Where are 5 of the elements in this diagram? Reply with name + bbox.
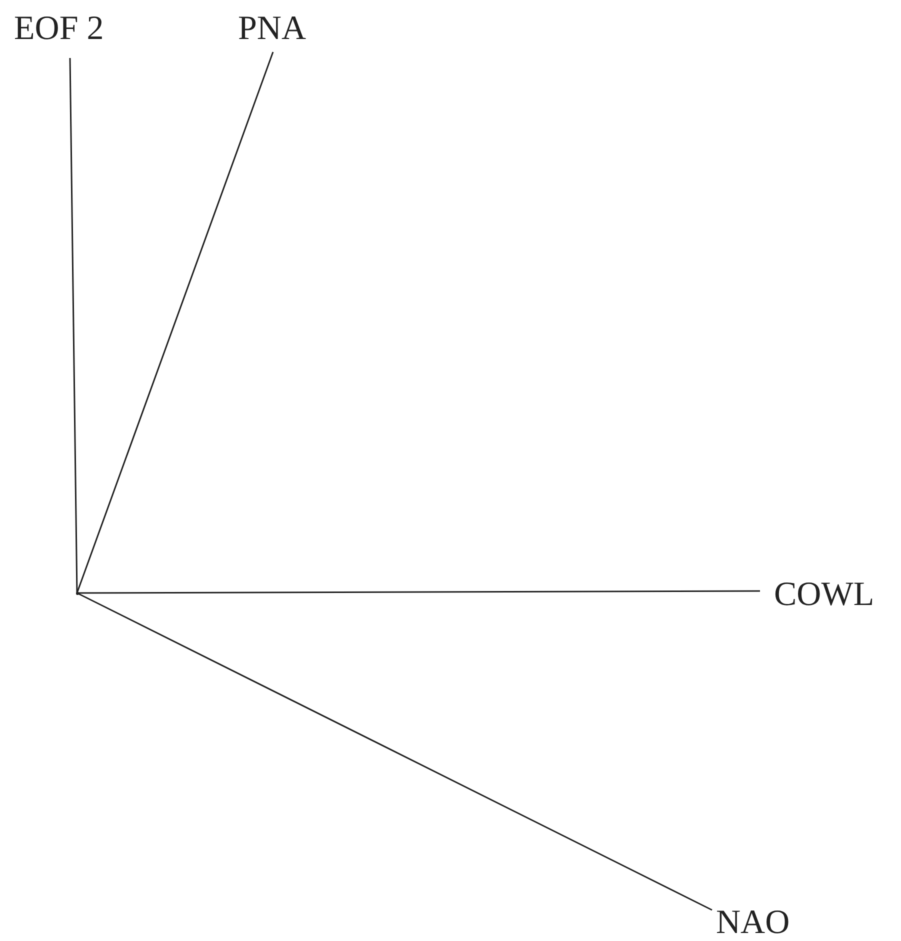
- vector-label: PNA: [238, 11, 306, 47]
- vector-label: COWL: [774, 577, 874, 613]
- origin-point: [76, 592, 79, 595]
- vector-label: NAO: [716, 905, 790, 941]
- vector-label: EOF 2: [14, 11, 104, 47]
